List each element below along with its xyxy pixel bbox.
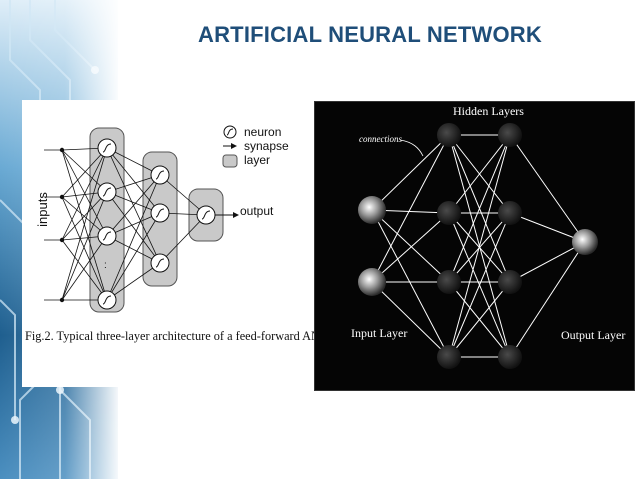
svg-text::: :	[104, 260, 107, 271]
legend-synapse-label: synapse	[244, 139, 289, 153]
input-node-1	[358, 196, 386, 224]
legend	[222, 125, 238, 168]
neural-network-diagram	[358, 123, 598, 369]
layer-box-1	[89, 127, 125, 313]
network-connections	[371, 134, 586, 358]
ann-diagram: :	[44, 125, 239, 313]
neural-network-figure: Hidden Layers connections Input Layer Ou…	[314, 101, 635, 391]
slide-title: ARTIFICIAL NEURAL NETWORK	[198, 22, 542, 47]
legend-layer-icon	[222, 154, 238, 168]
connections-pointer	[399, 139, 424, 157]
output-node	[572, 229, 598, 255]
input-synapses	[44, 147, 108, 301]
output-label: output	[240, 204, 274, 218]
ann-architecture-figure: : input	[22, 100, 332, 387]
connections-label: connections	[359, 134, 402, 144]
hidden-layers-label: Hidden Layers	[453, 104, 524, 118]
hidden-synapses-1	[106, 147, 161, 301]
legend-neuron-label: neuron	[244, 125, 282, 139]
inputs-label: inputs	[34, 192, 50, 227]
legend-layer-label: layer	[244, 153, 271, 167]
neurons	[97, 138, 216, 310]
output-layer-label: Output Layer	[561, 328, 626, 342]
input-node-2	[358, 268, 386, 296]
figure-caption: Fig.2. Typical three-layer architecture …	[25, 329, 332, 343]
input-layer-label: Input Layer	[351, 326, 408, 340]
hidden-nodes	[437, 123, 522, 369]
legend-neuron-icon	[223, 125, 237, 139]
